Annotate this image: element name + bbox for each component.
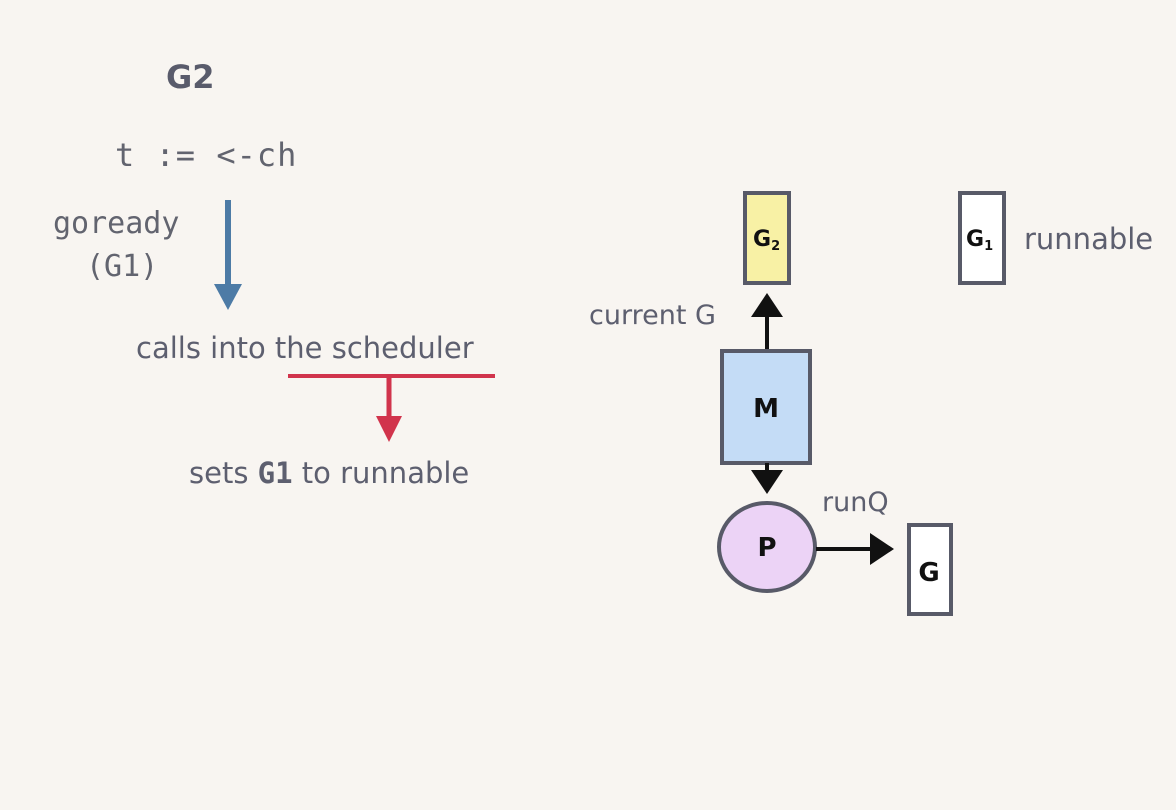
sets-suffix: to runnable	[292, 456, 470, 490]
p-label: P	[757, 533, 776, 563]
current-g-label: current G	[589, 300, 716, 331]
scheduler-arrow	[288, 374, 495, 442]
p-circle	[717, 501, 817, 593]
scheduler-call-label: calls into the scheduler	[136, 331, 474, 365]
goready-arrow	[214, 200, 242, 310]
runq-g-box	[907, 523, 953, 616]
g2-box	[743, 191, 791, 285]
sets-prefix: sets	[189, 456, 258, 490]
goroutine-heading: G2	[166, 58, 215, 96]
g1-box-label: G1	[966, 227, 993, 254]
sets-goroutine: G1	[257, 456, 293, 490]
goready-call: goready	[53, 206, 180, 241]
code-line: t := <-ch	[115, 136, 298, 174]
goready-arg: (G1)	[86, 249, 159, 284]
g2-box-label: G2	[753, 227, 780, 254]
g1-box	[958, 191, 1006, 285]
runnable-label: runnable	[1024, 222, 1154, 256]
sets-runnable-label: sets G1 to runnable	[189, 456, 469, 490]
runq-g-label: G	[918, 558, 939, 588]
m-label: M	[753, 394, 779, 424]
runq-label: runQ	[822, 487, 889, 518]
